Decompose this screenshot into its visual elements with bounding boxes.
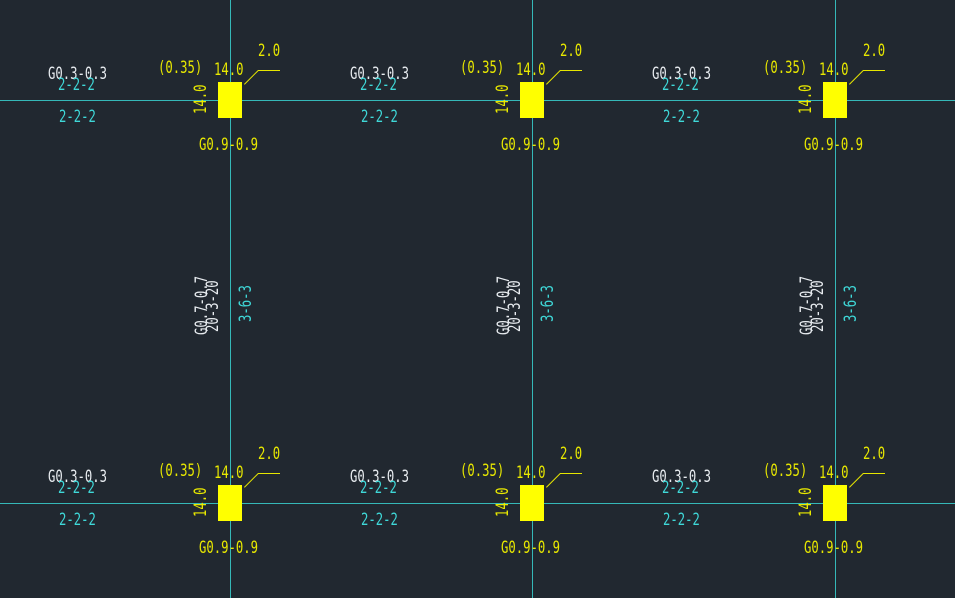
beam-rebar-overlap[interactable]: 2-2-2 xyxy=(360,478,397,498)
grid-line-vertical-left[interactable] xyxy=(230,0,231,598)
column-corner-value[interactable]: 2.0 xyxy=(258,444,281,464)
leader-line-horizontal-r0c0 xyxy=(258,70,280,71)
beam-section-label[interactable]: G0.3-0.3 xyxy=(652,64,711,84)
beam-section-label[interactable]: G0.3-0.3 xyxy=(652,467,711,487)
beam-rebar-label[interactable]: 2-2-2 xyxy=(59,510,96,530)
column-node-r1c1[interactable] xyxy=(520,485,544,521)
leader-line-r0c2 xyxy=(849,69,864,85)
column-joint-label[interactable]: G0.9-0.9 xyxy=(804,538,863,558)
beam-rebar-overlap[interactable]: 2-2-2 xyxy=(662,478,699,498)
column-node-r1c0[interactable] xyxy=(218,485,242,521)
column-corner-value[interactable]: 2.0 xyxy=(560,444,583,464)
column-top-value[interactable]: 14.0 xyxy=(516,60,546,80)
column-corner-value[interactable]: 2.0 xyxy=(863,444,886,464)
leader-line-horizontal-r0c1 xyxy=(560,70,582,71)
beam-rebar-overlap[interactable]: 2-2-2 xyxy=(58,75,95,95)
leader-line-r0c0 xyxy=(244,69,259,85)
leader-line-r1c0 xyxy=(244,472,259,488)
column-node-r0c0[interactable] xyxy=(218,82,242,118)
leader-line-horizontal-r1c1 xyxy=(560,473,582,474)
column-corner-value[interactable]: 2.0 xyxy=(863,41,886,61)
column-bracket-value[interactable]: (0.35) xyxy=(460,58,505,78)
beam-rebar-label[interactable]: 2-2-2 xyxy=(361,510,398,530)
vertical-beam-section-overlap[interactable]: 20-3-20 xyxy=(808,280,828,332)
column-top-value[interactable]: 14.0 xyxy=(819,463,849,483)
column-bracket-value[interactable]: (0.35) xyxy=(763,58,808,78)
vertical-beam-rebar-label[interactable]: 3-6-3 xyxy=(236,285,256,322)
leader-line-r0c1 xyxy=(546,69,561,85)
column-joint-label[interactable]: G0.9-0.9 xyxy=(199,538,258,558)
grid-line-vertical-right[interactable] xyxy=(835,0,836,598)
beam-rebar-label[interactable]: 2-2-2 xyxy=(361,107,398,127)
column-top-value[interactable]: 14.0 xyxy=(214,463,244,483)
vertical-beam-section-overlap[interactable]: 20-3-20 xyxy=(203,280,223,332)
vertical-beam-rebar-label[interactable]: 3-6-3 xyxy=(841,285,861,322)
column-side-value[interactable]: 14.0 xyxy=(191,487,211,517)
beam-rebar-label[interactable]: 2-2-2 xyxy=(59,107,96,127)
beam-rebar-overlap[interactable]: 2-2-2 xyxy=(58,478,95,498)
beam-rebar-label[interactable]: 2-2-2 xyxy=(663,510,700,530)
column-side-value[interactable]: 14.0 xyxy=(796,487,816,517)
column-bracket-value[interactable]: (0.35) xyxy=(158,461,203,481)
column-bracket-value[interactable]: (0.35) xyxy=(763,461,808,481)
vertical-beam-section-overlap[interactable]: 20-3-20 xyxy=(505,280,525,332)
column-side-value[interactable]: 14.0 xyxy=(191,84,211,114)
column-node-r1c2[interactable] xyxy=(823,485,847,521)
beam-section-label[interactable]: G0.3-0.3 xyxy=(350,467,409,487)
beam-rebar-overlap[interactable]: 2-2-2 xyxy=(662,75,699,95)
column-top-value[interactable]: 14.0 xyxy=(819,60,849,80)
leader-line-r1c2 xyxy=(849,472,864,488)
column-side-value[interactable]: 14.0 xyxy=(493,84,513,114)
vertical-beam-rebar-label[interactable]: 3-6-3 xyxy=(538,285,558,322)
beam-rebar-label[interactable]: 2-2-2 xyxy=(663,107,700,127)
column-bracket-value[interactable]: (0.35) xyxy=(460,461,505,481)
column-top-value[interactable]: 14.0 xyxy=(214,60,244,80)
leader-line-horizontal-r1c0 xyxy=(258,473,280,474)
beam-section-label[interactable]: G0.3-0.3 xyxy=(48,467,107,487)
column-corner-value[interactable]: 2.0 xyxy=(560,41,583,61)
column-joint-label[interactable]: G0.9-0.9 xyxy=(501,538,560,558)
beam-rebar-overlap[interactable]: 2-2-2 xyxy=(360,75,397,95)
beam-section-label[interactable]: G0.3-0.3 xyxy=(350,64,409,84)
column-side-value[interactable]: 14.0 xyxy=(493,487,513,517)
column-corner-value[interactable]: 2.0 xyxy=(258,41,281,61)
leader-line-r1c1 xyxy=(546,472,561,488)
grid-line-horizontal-bottom[interactable] xyxy=(0,503,955,504)
leader-line-horizontal-r0c2 xyxy=(863,70,885,71)
column-node-r0c2[interactable] xyxy=(823,82,847,118)
column-joint-label[interactable]: G0.9-0.9 xyxy=(804,135,863,155)
column-joint-label[interactable]: G0.9-0.9 xyxy=(501,135,560,155)
grid-line-horizontal-top[interactable] xyxy=(0,100,955,101)
leader-line-horizontal-r1c2 xyxy=(863,473,885,474)
column-bracket-value[interactable]: (0.35) xyxy=(158,58,203,78)
column-node-r0c1[interactable] xyxy=(520,82,544,118)
grid-line-vertical-middle[interactable] xyxy=(532,0,533,598)
column-top-value[interactable]: 14.0 xyxy=(516,463,546,483)
column-joint-label[interactable]: G0.9-0.9 xyxy=(199,135,258,155)
column-side-value[interactable]: 14.0 xyxy=(796,84,816,114)
beam-section-label[interactable]: G0.3-0.3 xyxy=(48,64,107,84)
